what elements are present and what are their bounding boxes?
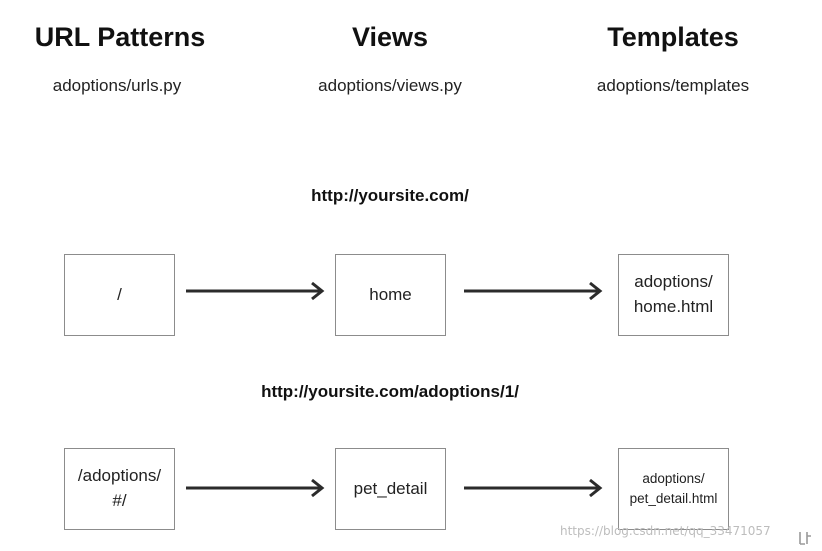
url-patterns-heading: URL Patterns (34, 22, 206, 52)
row1-arrow-1 (186, 281, 325, 301)
urls-file-label: adoptions/urls.py (52, 76, 182, 95)
row1-pattern-box: / (64, 254, 175, 336)
row2-arrow-2 (464, 478, 603, 498)
watermark-text: https://blog.csdn.net/qq_33471057 (560, 524, 771, 538)
row2-view-box: pet_detail (335, 448, 446, 530)
row2-view-label: pet_detail (353, 478, 428, 498)
row2-template-box: adoptions/ pet_detail.html (618, 448, 729, 530)
row2-url: http://yoursite.com/adoptions/1/ (261, 382, 519, 401)
templates-file-label: adoptions/templates (596, 76, 750, 95)
views-file-label: adoptions/views.py (318, 76, 462, 95)
row1-view-box: home (335, 254, 446, 336)
row1-template-box: adoptions/ home.html (618, 254, 729, 336)
row1-arrow-2 (464, 281, 603, 301)
row2-template-label: adoptions/ pet_detail.html (629, 471, 718, 506)
row1-pattern-label: / (117, 284, 122, 304)
templates-heading: Templates (607, 22, 739, 52)
views-heading: Views (351, 22, 429, 52)
row1-view-label: home (369, 284, 412, 304)
row2-pattern-label: /adoptions/ #/ (77, 466, 162, 510)
logo-mark-icon (799, 532, 811, 545)
row2-pattern-box: /adoptions/ #/ (64, 448, 175, 530)
row2-arrow-1 (186, 478, 325, 498)
row1-url: http://yoursite.com/ (311, 186, 469, 205)
row1-template-label: adoptions/ home.html (633, 272, 714, 316)
